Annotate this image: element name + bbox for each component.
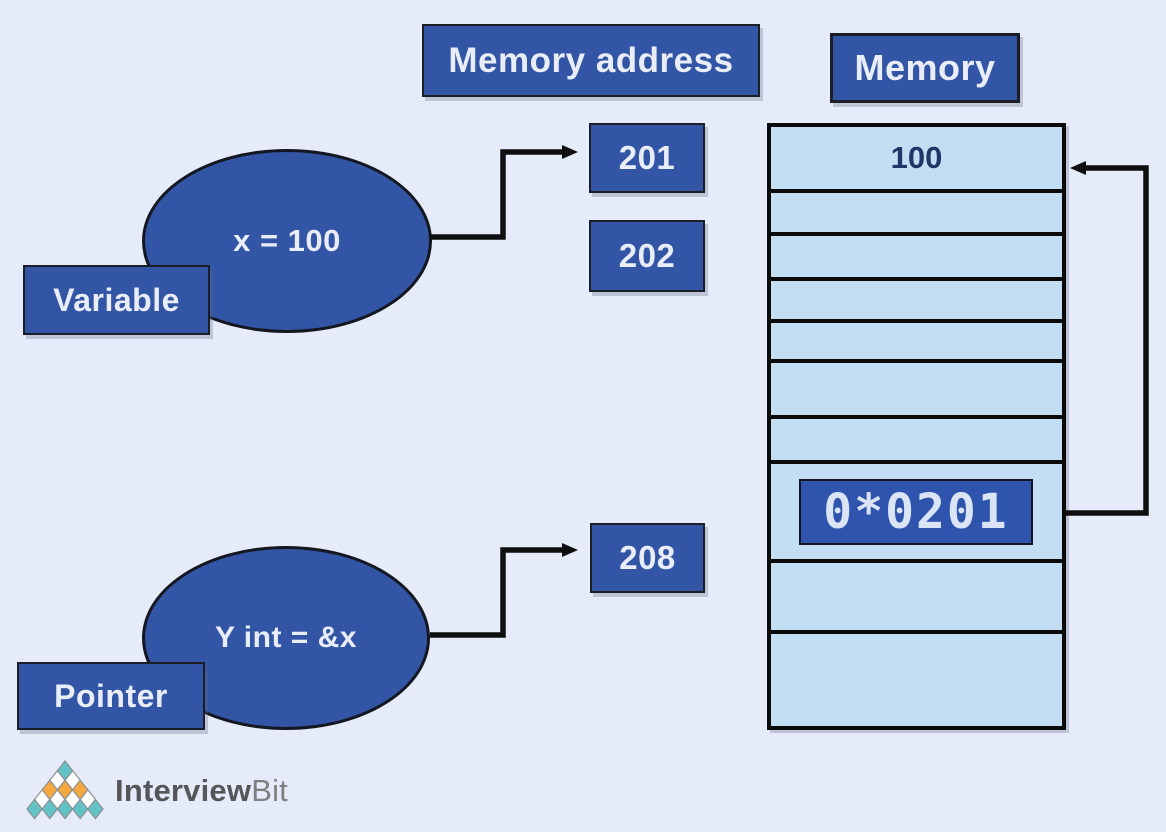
arrow-pointer-value-to-memory-100 bbox=[1066, 161, 1149, 516]
pointer-ellipse: Y int = &x bbox=[142, 546, 430, 730]
pointer-label-box: Pointer bbox=[17, 662, 205, 730]
memory-row bbox=[771, 281, 1062, 323]
memory-row bbox=[771, 323, 1062, 363]
memory-label: Memory bbox=[854, 47, 996, 88]
memory-address-label-box: Memory address bbox=[422, 24, 760, 97]
pointer-value-badge: 0*0201 bbox=[799, 478, 1033, 545]
address-box-201: 201 bbox=[589, 123, 705, 193]
memory-row bbox=[771, 236, 1062, 281]
memory-row bbox=[771, 563, 1062, 634]
memory-row bbox=[771, 419, 1062, 464]
pointer-label: Pointer bbox=[54, 677, 168, 714]
arrow-pointer-to-address-208 bbox=[430, 543, 578, 638]
address-208-value: 208 bbox=[619, 539, 676, 576]
memory-address-label: Memory address bbox=[448, 40, 734, 80]
variable-label: Variable bbox=[53, 281, 180, 318]
address-box-202: 202 bbox=[589, 220, 705, 292]
pointer-value-text: 0*0201 bbox=[823, 483, 1009, 540]
interviewbit-logo-icon bbox=[26, 760, 104, 820]
memory-table: 100 0*0201 bbox=[767, 123, 1066, 730]
interviewbit-logo: InterviewBit bbox=[25, 760, 288, 822]
address-201-value: 201 bbox=[618, 139, 676, 176]
pointer-ellipse-text: Y int = &x bbox=[215, 621, 357, 654]
memory-row-pointer-value: 0*0201 bbox=[771, 464, 1062, 563]
logo-text-interview: Interview bbox=[115, 773, 252, 808]
address-box-208: 208 bbox=[590, 523, 705, 593]
arrow-variable-to-address-201 bbox=[430, 145, 578, 240]
memory-label-box: Memory bbox=[830, 33, 1020, 103]
memory-row-100: 100 bbox=[771, 127, 1062, 193]
logo-text-bit: Bit bbox=[251, 773, 288, 808]
memory-row bbox=[771, 363, 1062, 419]
variable-ellipse-text: x = 100 bbox=[233, 223, 341, 258]
address-202-value: 202 bbox=[618, 237, 676, 274]
interviewbit-logo-text: InterviewBit bbox=[115, 773, 288, 809]
memory-row-100-value: 100 bbox=[890, 140, 943, 175]
variable-label-box: Variable bbox=[23, 265, 210, 335]
memory-row bbox=[771, 193, 1062, 236]
memory-row bbox=[771, 634, 1062, 726]
